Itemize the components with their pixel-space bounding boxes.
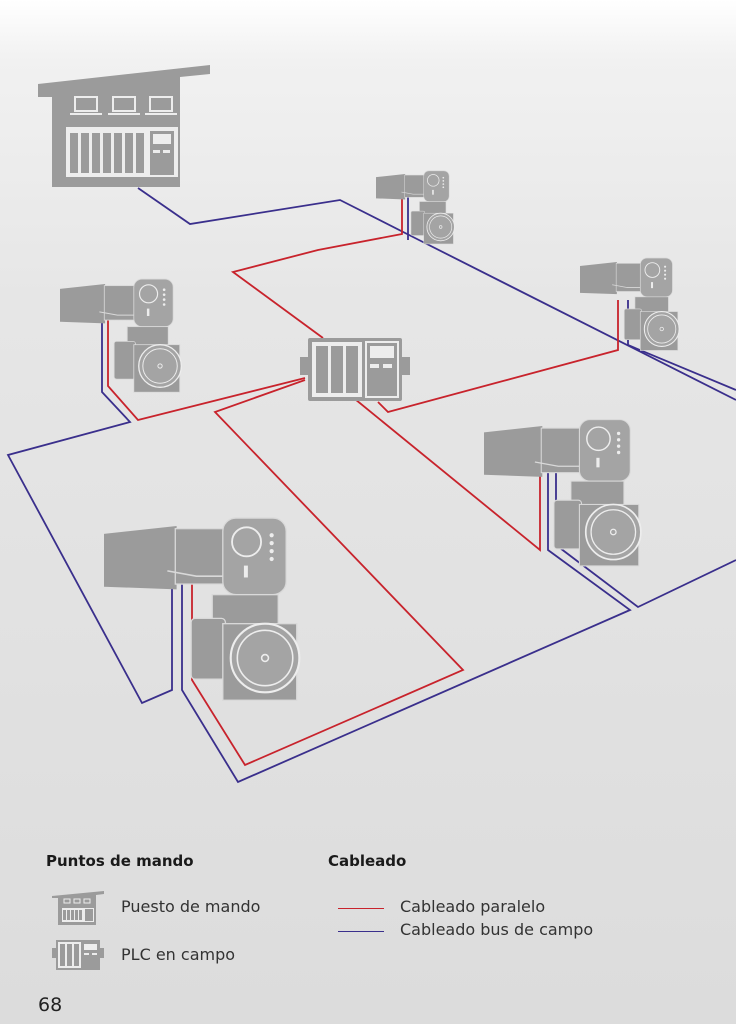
actuator-bottom-large: [102, 517, 301, 702]
network-diagram: [6, 65, 736, 784]
control-room-icon: [52, 891, 104, 925]
parallel-cable-lines: [107, 195, 619, 767]
fieldbus-main-upper: [137, 187, 736, 401]
actuator-top-center: [375, 170, 455, 245]
fieldbus-cable-swatch: [338, 931, 384, 932]
actuator-left: [59, 278, 183, 393]
legend-control-points-title: Puntos de mando: [46, 852, 194, 870]
page-number: 68: [38, 994, 63, 1016]
fieldbus-bottom: [181, 472, 632, 784]
field-plc-icon: [52, 940, 104, 970]
legend-parallel-label: Cableado paralelo: [400, 897, 546, 916]
parallel-upper-right: [377, 300, 619, 414]
legend-field-plc-label: PLC en campo: [121, 945, 236, 964]
fieldbus-left-loop: [6, 318, 173, 705]
parallel-left: [107, 318, 306, 422]
legend-cabling-title: Cableado: [328, 852, 407, 870]
control-room-building: [38, 65, 210, 187]
parallel-cable-swatch: [338, 908, 384, 909]
legend-fieldbus-label: Cableado bus de campo: [400, 920, 594, 939]
field-plc-cabinet: [300, 338, 410, 401]
actuator-right-large: [483, 418, 642, 567]
parallel-right-lower: [349, 394, 541, 552]
parallel-top: [230, 195, 403, 339]
actuator-upper-right: [579, 257, 680, 351]
legend-control-room-label: Puesto de mando: [121, 897, 261, 916]
